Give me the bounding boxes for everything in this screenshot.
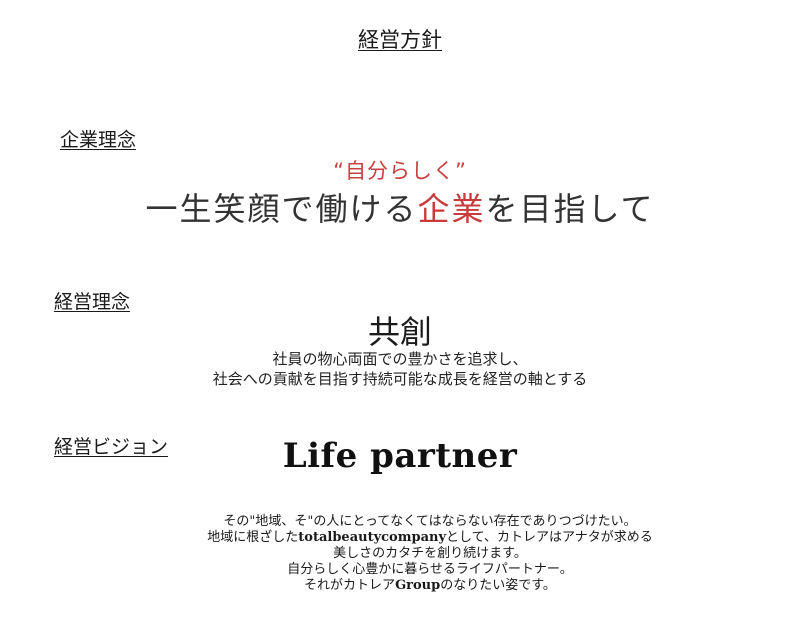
principle-description-line: 社会への貢献を目指す持続可能な成長を経営の軸とする	[212, 370, 588, 388]
philosophy-subtitle: “自分らしく”	[333, 159, 467, 183]
vision-statement: Life partner	[282, 436, 518, 476]
vision-body-line: 美しさのカタチを創り続けます。	[333, 546, 527, 561]
vision-body-line: 自分らしく心豊かに暮らせるライフパートナー。	[287, 562, 573, 577]
section-heading-philosophy: 企業理念	[60, 129, 137, 151]
vision-body-line: その"地域、そ"の人にとってなくてはならない存在でありつづけたい。	[223, 514, 637, 529]
philosophy-statement-part1: 一生笑顔で働ける	[145, 190, 418, 228]
vision-group-name: Group	[395, 578, 441, 593]
principle-description: 社員の物心両面での豊かさを追求し、 社会への貢献を目指す持続可能な成長を経営の軸…	[0, 349, 800, 389]
vision-body-line-part: それがカトレア	[304, 578, 396, 593]
philosophy-statement-part2: を目指して	[485, 190, 655, 228]
vision-body-line-part: のなりたい姿です。	[440, 578, 556, 593]
vision-body: その"地域、そ"の人にとってなくてはならない存在でありつづけたい。 地域に根ざし…	[30, 514, 800, 594]
page-title: 経営方針	[358, 28, 442, 52]
vision-body-line-part: として、カトレアはアナタが求める	[446, 530, 653, 545]
vision-body-line: 地域に根ざしたtotalbeautycompanyとして、カトレアはアナタが求め…	[30, 530, 800, 546]
vision-company-name: totalbeautycompany	[298, 530, 446, 545]
principle-statement: 共創	[367, 313, 432, 351]
section-heading-vision: 経営ビジョン	[54, 436, 169, 458]
philosophy-statement-accent: 企業	[417, 190, 486, 228]
vision-body-line: それがカトレアGroupのなりたい姿です。	[30, 578, 800, 594]
section-heading-principle: 経営理念	[54, 291, 131, 313]
principle-description-line: 社員の物心両面での豊かさを追求し、	[272, 350, 528, 368]
philosophy-statement: 一生笑顔で働ける企業を目指して	[0, 184, 800, 230]
vision-body-line-part: 地域に根ざした	[207, 530, 299, 545]
